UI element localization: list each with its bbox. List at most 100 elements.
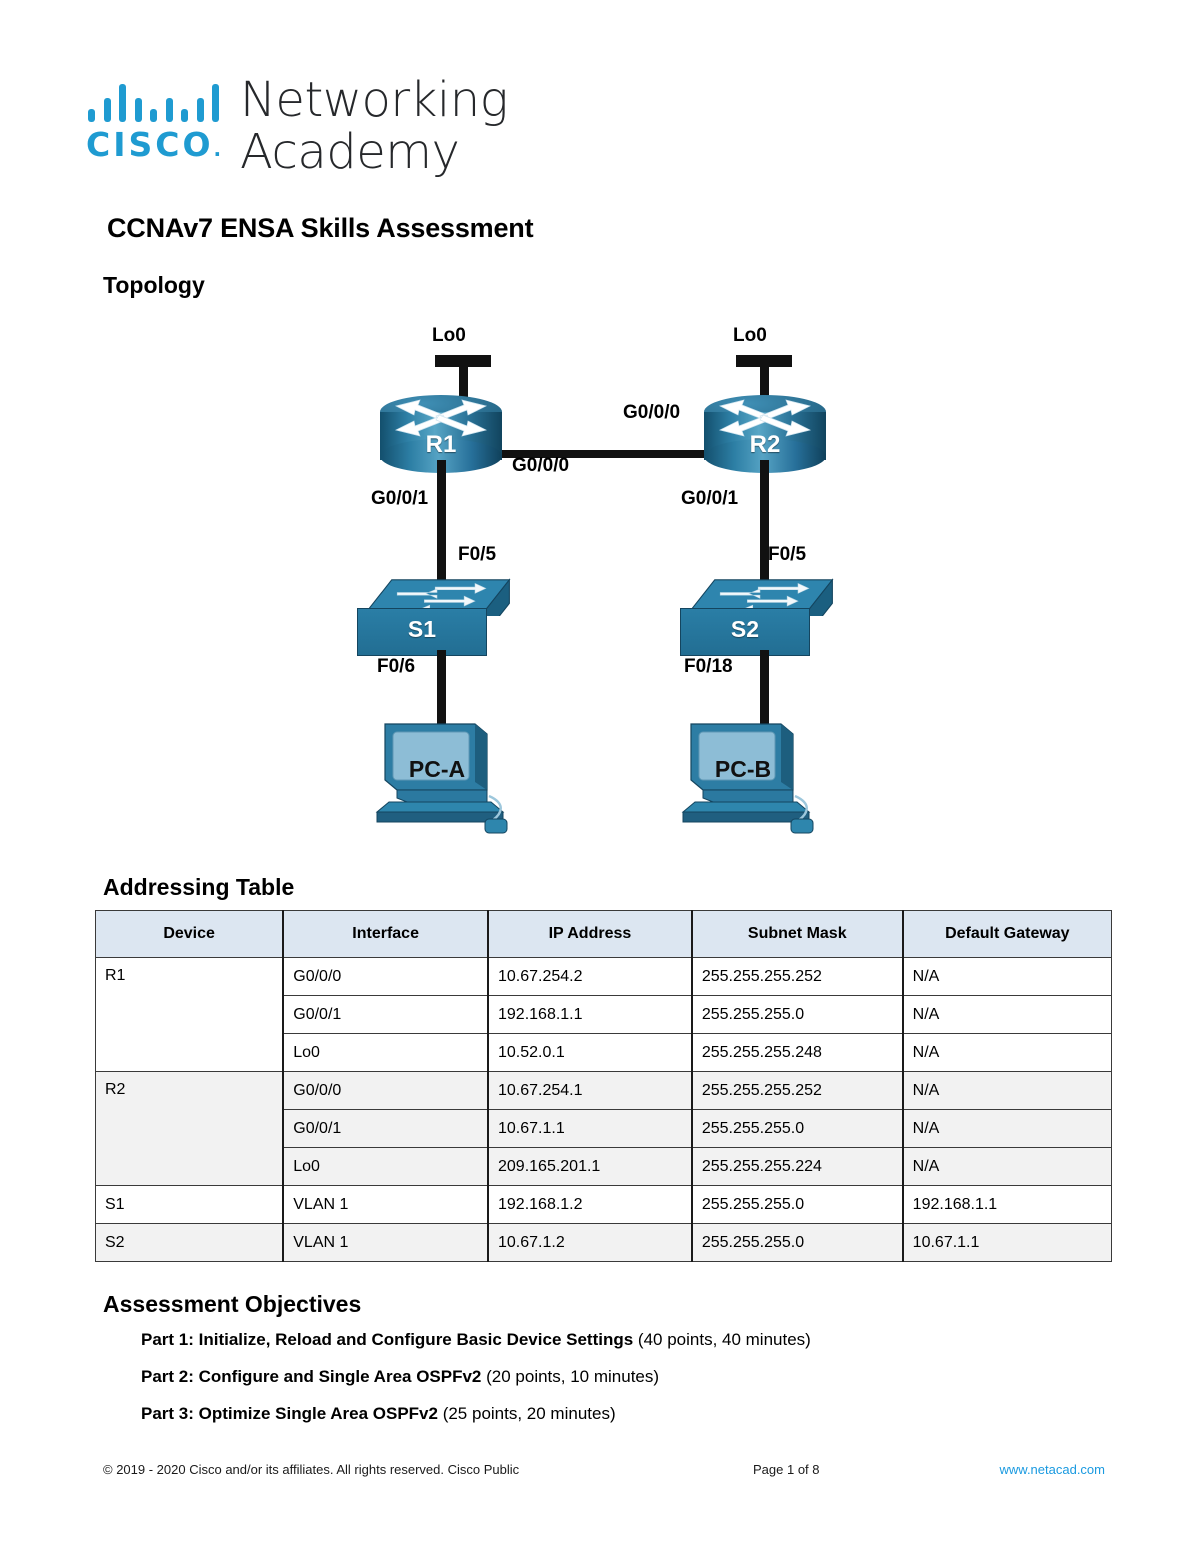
cell-interface: G0/0/1 <box>282 995 489 1034</box>
section-heading-addressing-table: Addressing Table <box>103 874 295 900</box>
cell-ip: 10.67.1.1 <box>487 1109 693 1148</box>
footer-page-number: Page 1 of 8 <box>753 1462 820 1477</box>
device-switch-s2: S2 <box>680 578 840 658</box>
cell-ip: 192.168.1.2 <box>487 1185 693 1224</box>
cell-ip: 192.168.1.1 <box>487 995 693 1034</box>
label-r2-g0-0-0: G0/0/0 <box>623 402 681 423</box>
column-header-default-gateway: Default Gateway <box>902 910 1112 958</box>
r2-loopback-link <box>760 355 769 403</box>
switch-s1-label: S1 <box>407 616 437 642</box>
cell-interface: VLAN 1 <box>282 1223 489 1262</box>
pc-b-label: PC-B <box>714 756 772 782</box>
table-row: G0/0/1 10.67.1.1 255.255.255.0 N/A <box>96 1109 1112 1148</box>
page-footer: © 2019 - 2020 Cisco and/or its affiliate… <box>103 1462 1105 1477</box>
objective-part-title: Part 1: Initialize, Reload and Configure… <box>141 1330 634 1349</box>
r1-s1-link <box>437 460 446 590</box>
cell-ip: 10.67.1.2 <box>487 1223 693 1262</box>
cell-gateway: N/A <box>902 1147 1112 1186</box>
footer-url-link[interactable]: www.netacad.com <box>999 1462 1106 1477</box>
section-heading-assessment-objectives: Assessment Objectives <box>103 1291 362 1317</box>
cell-ip: 10.52.0.1 <box>487 1033 693 1072</box>
device-router-r2: R2 <box>704 395 826 473</box>
cell-mask: 255.255.255.248 <box>691 1033 904 1072</box>
objective-part-title: Part 3: Optimize Single Area OSPFv2 <box>141 1404 438 1423</box>
cell-gateway: N/A <box>902 1109 1112 1148</box>
cisco-logo-mark: CISCO. <box>86 82 226 169</box>
s2-pcb-link <box>760 650 769 735</box>
page-title: CCNAv7 ENSA Skills Assessment <box>107 213 534 243</box>
cell-mask: 255.255.255.252 <box>691 1071 904 1110</box>
label-s1-f0-6: F0/6 <box>377 656 416 677</box>
device-router-r1: R1 <box>380 395 502 473</box>
cell-device: R2 <box>95 1071 285 1186</box>
label-r1-g0-0-0: G0/0/0 <box>512 455 570 476</box>
wordmark-line-networking: Networking <box>240 72 508 128</box>
label-r1-lo0: Lo0 <box>432 325 466 346</box>
r1-r2-link <box>500 450 720 458</box>
column-header-subnet-mask: Subnet Mask <box>691 910 904 958</box>
cell-interface: G0/0/0 <box>282 957 489 996</box>
router-r1-label: R1 <box>425 431 457 458</box>
networking-academy-wordmark: Networking Academy <box>240 74 508 178</box>
cell-ip: 10.67.254.2 <box>487 957 693 996</box>
s2-front-face <box>680 608 810 656</box>
pc-a-label: PC-A <box>408 756 466 782</box>
network-topology-diagram: Lo0 Lo0 G0/0/0 G0/0/0 R1 <box>340 320 880 850</box>
cell-device: R1 <box>95 957 285 1072</box>
pc-a-icon <box>375 723 508 834</box>
table-row: R2 G0/0/0 10.67.254.1 255.255.255.252 N/… <box>95 1071 1112 1186</box>
s1-pca-link <box>437 650 446 735</box>
r1-loopback-link <box>459 355 468 403</box>
label-r2-lo0: Lo0 <box>733 325 767 346</box>
table-row: S2 VLAN 1 10.67.1.2 255.255.255.0 10.67.… <box>95 1223 1112 1262</box>
cell-mask: 255.255.255.0 <box>691 1185 904 1224</box>
label-s2-f0-18: F0/18 <box>684 656 733 677</box>
objective-part-meta: (40 points, 40 minutes) <box>633 1330 811 1349</box>
label-r1-g0-0-1: G0/0/1 <box>371 488 429 509</box>
table-row: Lo0 10.52.0.1 255.255.255.248 N/A <box>96 1033 1112 1072</box>
switch-s2-label: S2 <box>730 616 760 642</box>
cell-gateway: N/A <box>902 1071 1112 1110</box>
column-header-interface: Interface <box>282 910 489 958</box>
column-header-ip-address: IP Address <box>487 910 693 958</box>
device-pc-a: PC-A <box>375 720 515 845</box>
objective-item: Part 1: Initialize, Reload and Configure… <box>141 1330 1041 1350</box>
cisco-wordmark: CISCO. <box>86 125 225 164</box>
addressing-table: Device Interface IP Address Subnet Mask … <box>95 910 1112 1262</box>
cell-mask: 255.255.255.0 <box>691 1109 904 1148</box>
table-row: S1 VLAN 1 192.168.1.2 255.255.255.0 192.… <box>95 1185 1112 1224</box>
label-r2-g0-0-1: G0/0/1 <box>681 488 739 509</box>
cell-mask: 255.255.255.0 <box>691 1223 904 1262</box>
cell-interface: Lo0 <box>282 1147 489 1186</box>
table-row: R1 G0/0/0 10.67.254.2 255.255.255.252 N/… <box>95 957 1112 1072</box>
column-header-device: Device <box>95 910 285 958</box>
objective-part-meta: (20 points, 10 minutes) <box>481 1367 660 1386</box>
objective-part-meta: (25 points, 20 minutes) <box>437 1404 616 1423</box>
s1-front-face <box>357 608 487 656</box>
footer-copyright: © 2019 - 2020 Cisco and/or its affiliate… <box>103 1462 520 1477</box>
cell-mask: 255.255.255.0 <box>691 995 904 1034</box>
objective-part-title: Part 2: Configure and Single Area OSPFv2 <box>141 1367 482 1386</box>
router-r2-label: R2 <box>749 431 781 458</box>
wordmark-line-academy: Academy <box>240 124 460 180</box>
objective-item: Part 2: Configure and Single Area OSPFv2… <box>141 1367 1041 1387</box>
cell-gateway: 10.67.1.1 <box>902 1223 1112 1262</box>
table-header: Device Interface IP Address Subnet Mask … <box>95 910 1112 958</box>
cisco-networking-academy-logo: CISCO. Networking Academy <box>86 74 508 178</box>
cell-gateway: N/A <box>902 1033 1112 1072</box>
cell-mask: 255.255.255.252 <box>691 957 904 996</box>
table-row: G0/0/1 192.168.1.1 255.255.255.0 N/A <box>96 995 1112 1034</box>
cell-gateway: 192.168.1.1 <box>902 1185 1112 1224</box>
device-switch-s1: S1 <box>357 578 517 658</box>
cell-gateway: N/A <box>902 957 1112 996</box>
cell-ip: 10.67.254.1 <box>487 1071 693 1110</box>
cell-mask: 255.255.255.224 <box>691 1147 904 1186</box>
cisco-bridge-bars-icon <box>86 82 221 122</box>
pc-b-icon <box>681 723 814 834</box>
objective-item: Part 3: Optimize Single Area OSPFv2 (25 … <box>141 1404 1041 1424</box>
r2-s2-link <box>760 460 769 590</box>
section-heading-topology: Topology <box>103 272 205 298</box>
cell-interface: VLAN 1 <box>282 1185 489 1224</box>
table-body: R1 G0/0/0 10.67.254.2 255.255.255.252 N/… <box>95 957 1112 1262</box>
router-arrows-icon <box>718 399 812 437</box>
